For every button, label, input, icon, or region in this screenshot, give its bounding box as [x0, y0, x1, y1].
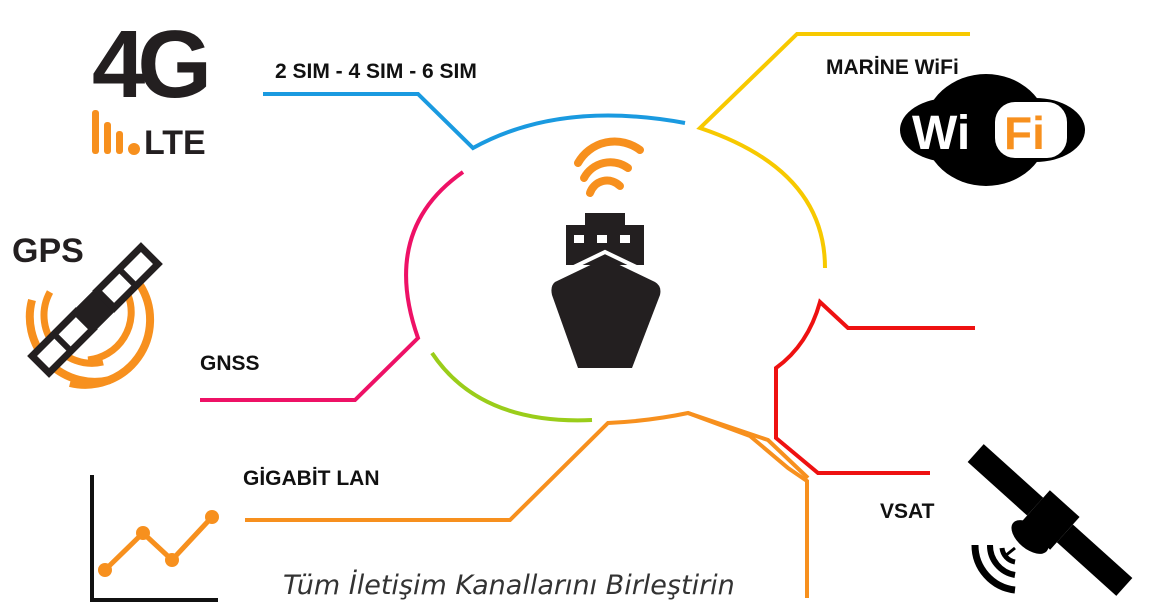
gps-logo-text: GPS	[12, 232, 84, 270]
marine-wifi-label: MARİNE WiFi	[826, 56, 959, 79]
line-chart-icon	[90, 475, 219, 602]
gnss-connector-line	[200, 170, 465, 402]
4g-logo-text: 4G	[92, 11, 206, 118]
orange-branch-line	[687, 411, 810, 480]
lte-logo-text: LTE	[144, 124, 206, 162]
gnss-label: GNSS	[200, 352, 260, 375]
gigabit-lan-label: GİGABİT LAN	[243, 467, 380, 490]
wifi-logo: Wi Fi	[900, 74, 1085, 186]
tagline: Tüm İletişim Kanallarını Birleştirin	[283, 570, 735, 601]
lan-connector-line	[245, 410, 809, 598]
wifi-connector-line	[696, 32, 970, 269]
vsat-connector-line	[774, 298, 975, 475]
vsat-satellite-icon	[967, 444, 1133, 596]
wifi-logo-wi-text: Wi	[912, 107, 970, 160]
green-arc-line	[430, 351, 593, 423]
ship-icon	[551, 137, 661, 368]
lte-sim-label: 2 SIM - 4 SIM - 6 SIM	[275, 60, 477, 83]
wifi-logo-fi-text: Fi	[1004, 107, 1045, 159]
4g-lte-logo: 4G LTE	[92, 11, 214, 162]
gps-satellite-logo: GPS	[12, 232, 163, 389]
vsat-label: VSAT	[880, 500, 935, 523]
lte-connector-line	[263, 92, 686, 151]
